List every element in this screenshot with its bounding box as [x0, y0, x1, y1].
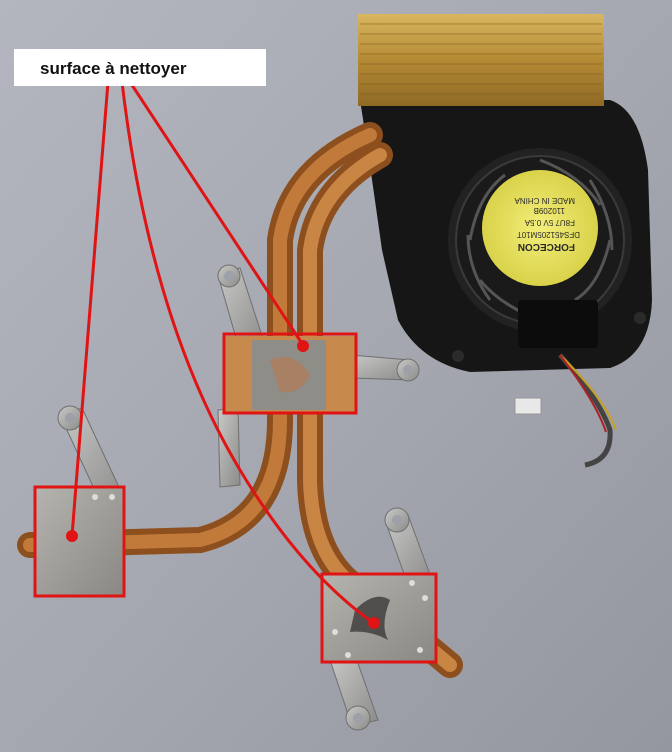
annotation-label: surface à nettoyer [40, 59, 187, 78]
fan-connector [514, 397, 542, 415]
heat-block-right [322, 574, 436, 662]
fan-sticker-line: 110209B [534, 206, 565, 215]
pointer-dot-right [368, 617, 380, 629]
pointer-dot-left [66, 530, 78, 542]
annotation-boxes [33, 332, 438, 664]
fan-hub-sticker [482, 170, 598, 286]
fan-sticker-line: F8U7 5V 0.5A [524, 218, 575, 227]
heat-block-left [36, 488, 124, 596]
highlight-box-top [222, 332, 358, 415]
pointer-top [128, 81, 305, 346]
fan-sticker-brand: FORCECON [518, 241, 575, 252]
highlight-box-left [33, 485, 126, 598]
annotation-label-box: surface à nettoyer [14, 49, 266, 86]
heat-block-top [225, 336, 355, 412]
pointer-right [120, 81, 373, 624]
fan-assembly: FORCECON DFS451205M10T F8U7 5V 0.5A 1102… [360, 100, 652, 372]
pointer-left [70, 81, 110, 537]
fan-sticker-line: MADE IN CHINA [514, 196, 575, 205]
copper-fin-stack [358, 14, 604, 106]
highlight-box-right [320, 572, 438, 664]
heat-pipes [17, 122, 463, 678]
fan-sticker-line: DFS451205M10T [517, 230, 580, 239]
pointer-dot-top [297, 340, 309, 352]
annotation-pointers [70, 81, 373, 624]
fan-cable [558, 353, 613, 468]
